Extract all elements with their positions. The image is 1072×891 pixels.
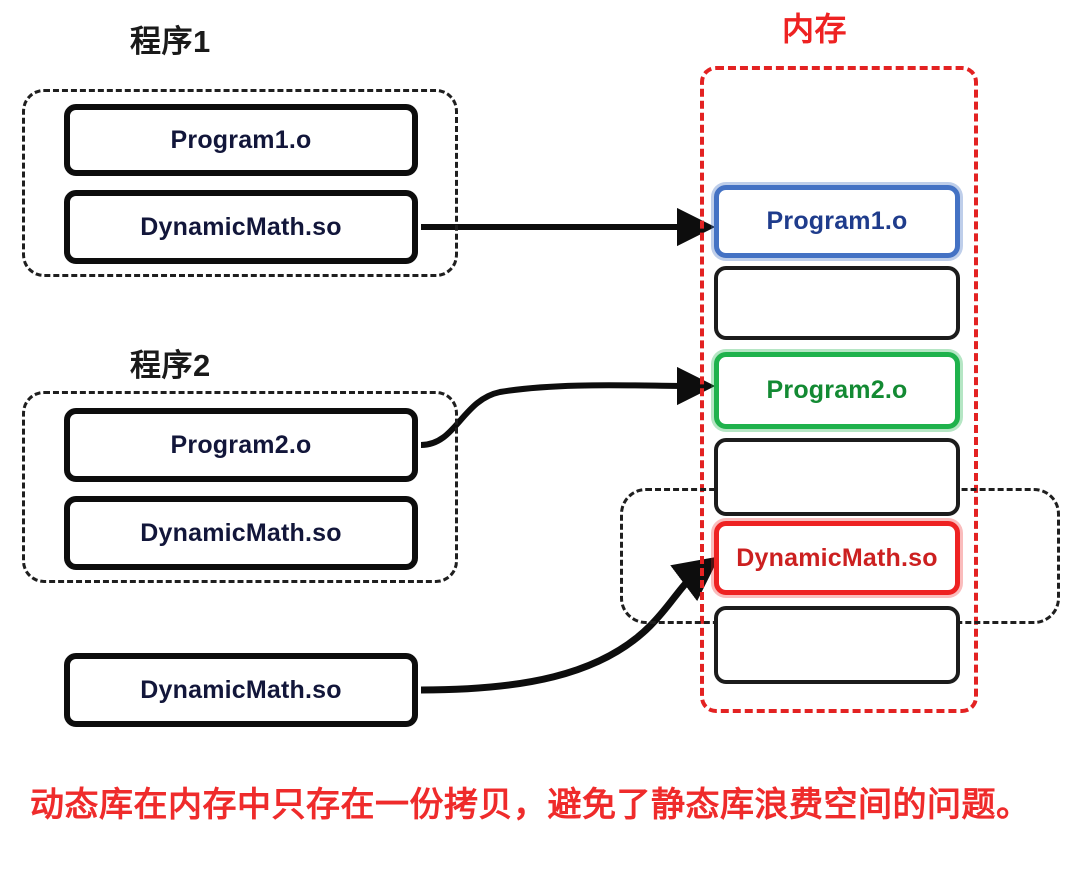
standalone-library-box[interactable]: DynamicMath.so	[64, 653, 418, 727]
program1-title: 程序1	[130, 24, 211, 59]
program2-container	[22, 391, 458, 583]
program1-container	[22, 89, 458, 277]
program2-module-object[interactable]: Program2.o	[64, 408, 418, 482]
memory-slot-empty-1[interactable]	[714, 266, 960, 340]
memory-slot-empty-2[interactable]	[714, 438, 960, 516]
program2-title: 程序2	[130, 348, 211, 383]
memory-title: 内存	[782, 11, 848, 47]
memory-slot-empty-3[interactable]	[714, 606, 960, 684]
memory-container	[700, 66, 978, 713]
memory-slot-program2[interactable]: Program2.o	[714, 352, 960, 429]
program1-module-object[interactable]: Program1.o	[64, 104, 418, 176]
program1-module-library[interactable]: DynamicMath.so	[64, 190, 418, 264]
arrow-program2-to-memory	[420, 366, 716, 448]
caption-text: 动态库在内存中只存在一份拷贝，避免了静态库浪费空间的问题。	[30, 786, 1031, 824]
program2-module-library[interactable]: DynamicMath.so	[64, 496, 418, 570]
memory-slot-program1[interactable]: Program1.o	[714, 185, 960, 258]
memory-slot-dynamic-library[interactable]: DynamicMath.so	[714, 521, 960, 595]
